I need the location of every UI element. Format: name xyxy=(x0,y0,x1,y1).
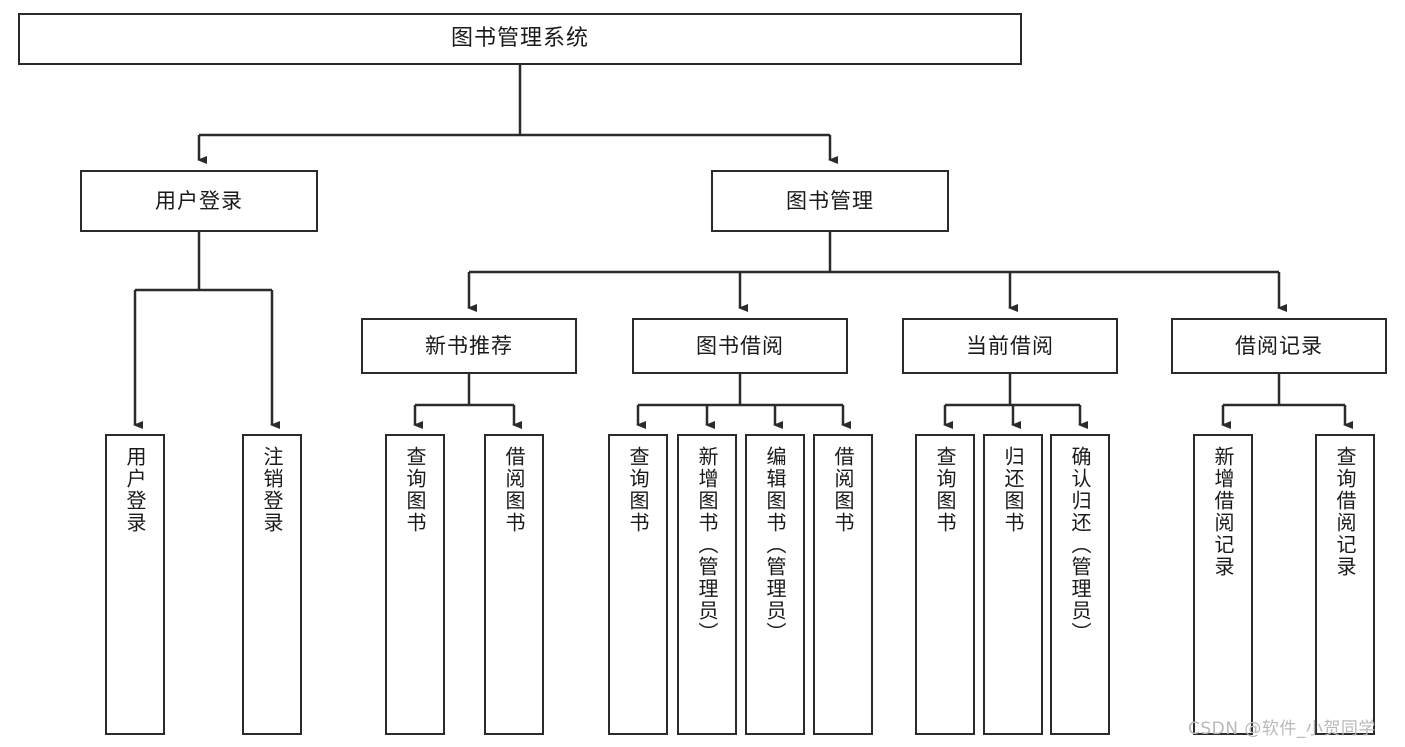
node-leaf-confirm-return-admin[interactable]: 确认归还（管理员） xyxy=(1050,434,1110,735)
csdn-watermark: CSDN @软件_小贺同学 xyxy=(1188,719,1376,739)
node-book-management[interactable]: 图书管理 xyxy=(711,170,949,232)
node-current-borrow[interactable]: 当前借阅 xyxy=(902,318,1118,374)
node-leaf-query-book-recommend[interactable]: 查询图书 xyxy=(385,434,445,735)
node-label: 编辑图书（管理员） xyxy=(763,446,787,644)
node-label: 借阅记录 xyxy=(1235,333,1323,358)
node-label: 归还图书 xyxy=(1001,446,1025,534)
node-label: 用户登录 xyxy=(155,188,243,213)
node-leaf-query-borrow-record[interactable]: 查询借阅记录 xyxy=(1315,434,1375,735)
node-label: 当前借阅 xyxy=(966,333,1054,358)
node-leaf-return-book[interactable]: 归还图书 xyxy=(983,434,1043,735)
node-label: 新增借阅记录 xyxy=(1211,446,1235,578)
node-label: 图书管理 xyxy=(786,188,874,213)
node-label: 借阅图书 xyxy=(831,446,855,534)
node-leaf-borrow-book-recommend[interactable]: 借阅图书 xyxy=(484,434,544,735)
node-leaf-edit-book-admin[interactable]: 编辑图书（管理员） xyxy=(745,434,805,735)
node-label: 查询图书 xyxy=(933,446,957,534)
node-label: 查询借阅记录 xyxy=(1333,446,1357,578)
node-leaf-query-book-current[interactable]: 查询图书 xyxy=(915,434,975,735)
node-leaf-logout-login[interactable]: 注销登录 xyxy=(242,434,302,735)
node-new-book-recommend[interactable]: 新书推荐 xyxy=(361,318,577,374)
node-label: 图书管理系统 xyxy=(450,26,589,52)
node-label: 借阅图书 xyxy=(502,446,526,534)
node-label: 查询图书 xyxy=(626,446,650,534)
node-label: 用户登录 xyxy=(123,446,147,534)
node-label: 图书借阅 xyxy=(696,333,784,358)
node-user-login[interactable]: 用户登录 xyxy=(80,170,318,232)
node-label: 确认归还（管理员） xyxy=(1068,446,1092,644)
node-leaf-user-login[interactable]: 用户登录 xyxy=(105,434,165,735)
node-label: 注销登录 xyxy=(260,446,284,534)
node-leaf-add-book-admin[interactable]: 新增图书（管理员） xyxy=(677,434,737,735)
node-label: 新书推荐 xyxy=(425,333,513,358)
node-borrow-record[interactable]: 借阅记录 xyxy=(1171,318,1387,374)
node-label: 新增图书（管理员） xyxy=(695,446,719,644)
node-root-book-management-system[interactable]: 图书管理系统 xyxy=(18,13,1022,65)
node-label: 查询图书 xyxy=(403,446,427,534)
node-leaf-add-borrow-record[interactable]: 新增借阅记录 xyxy=(1193,434,1253,735)
node-leaf-query-book-borrow[interactable]: 查询图书 xyxy=(608,434,668,735)
node-leaf-borrow-book[interactable]: 借阅图书 xyxy=(813,434,873,735)
node-book-borrow[interactable]: 图书借阅 xyxy=(632,318,848,374)
